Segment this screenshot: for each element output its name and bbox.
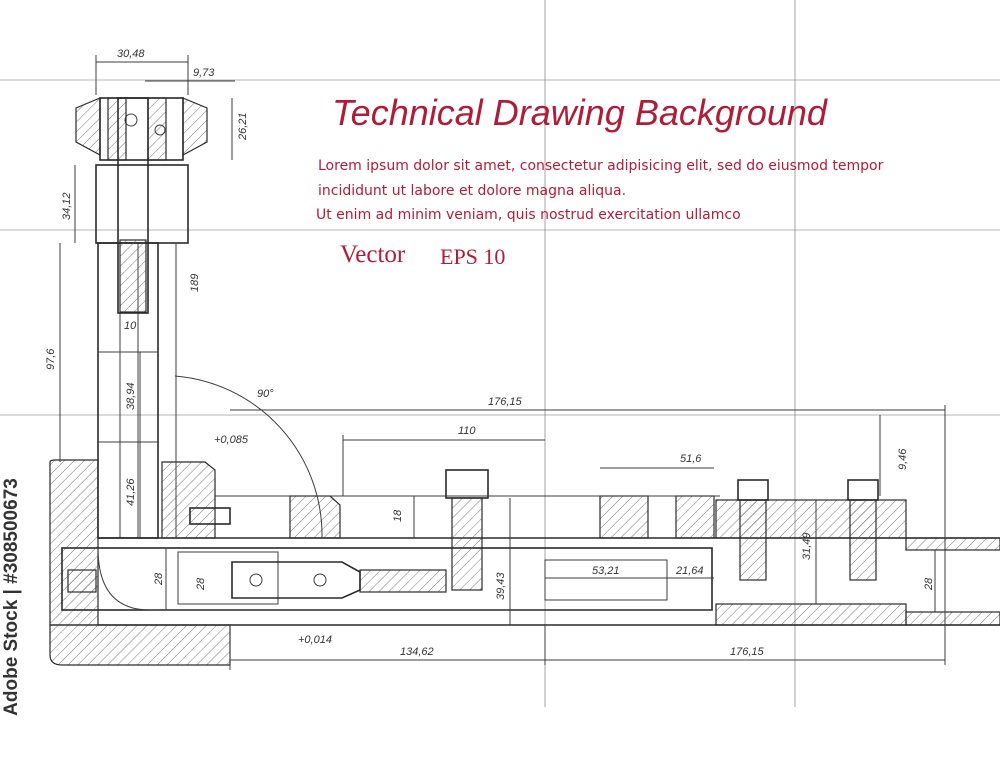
dim-110: 110 — [458, 425, 476, 437]
dim-176-15-top: 176,15 — [488, 396, 523, 408]
dim-176-15-bottom: 176,15 — [730, 646, 765, 658]
dim-51-6: 51,6 — [680, 453, 702, 465]
dim-21-64: 21,64 — [675, 565, 704, 577]
background-grid — [0, 0, 1000, 707]
wing-nut — [75, 97, 208, 314]
dim-0-085: +0,085 — [214, 434, 249, 446]
body-line-1: Lorem ipsum dolor sit amet, consectetur … — [318, 158, 884, 174]
dim-31-49: 31,49 — [801, 532, 813, 560]
dim-28-left: 28 — [153, 572, 165, 586]
technical-drawing: 30,48 9,73 26,21 34,12 189 10 97,6 38,94… — [0, 0, 1000, 707]
sliding-rod — [177, 551, 447, 605]
bolts — [67, 469, 879, 593]
format-label: EPS 10 — [440, 244, 506, 269]
vector-label: Vector — [340, 241, 406, 268]
dim-10: 10 — [124, 320, 137, 332]
dim-30-48: 30,48 — [117, 48, 145, 60]
dimension-lines — [59, 55, 946, 670]
dim-18: 18 — [392, 509, 404, 522]
dim-9-46: 9,46 — [897, 448, 909, 470]
dim-26-21: 26,21 — [237, 112, 249, 141]
dim-53-21: 53,21 — [592, 565, 620, 577]
dim-28-rod: 28 — [195, 577, 207, 591]
dim-134-62: 134,62 — [400, 646, 434, 658]
dim-28-right: 28 — [923, 577, 935, 591]
dim-34-12: 34,12 — [61, 192, 73, 220]
dim-189: 189 — [189, 274, 201, 292]
horizontal-base — [49, 459, 1000, 666]
dim-41-26: 41,26 — [125, 478, 137, 506]
body-line-2: incididunt ut labore et dolore magna ali… — [318, 183, 627, 199]
body-line-3: Ut enim ad minim veniam, quis nostrud ex… — [316, 207, 741, 223]
stock-id-watermark: Adobe Stock | #308500673 — [1, 478, 22, 716]
dim-90-deg: 90° — [257, 388, 274, 400]
dim-0-014: +0,014 — [298, 634, 332, 646]
dim-9-73: 9,73 — [193, 67, 215, 79]
dim-39-43: 39,43 — [495, 572, 507, 600]
dimension-labels: 30,48 9,73 26,21 34,12 189 10 97,6 38,94… — [45, 48, 935, 658]
page-title: Technical Drawing Background — [332, 92, 827, 133]
dim-38-94: 38,94 — [125, 382, 137, 410]
dim-97-6: 97,6 — [45, 348, 57, 370]
